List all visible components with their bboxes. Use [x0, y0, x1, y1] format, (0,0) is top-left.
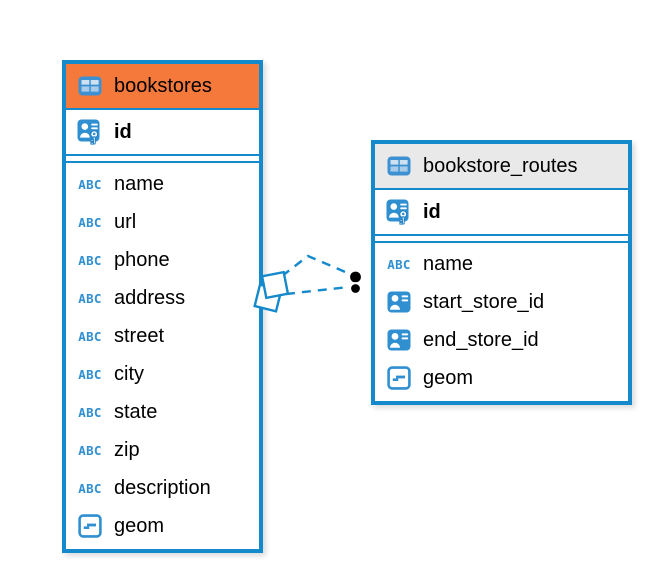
column-row[interactable]: start_store_id — [375, 283, 628, 321]
column-name: name — [114, 172, 165, 195]
column-name: geom — [114, 514, 165, 537]
column-row[interactable]: ABC street — [66, 317, 259, 355]
geometry-type-icon — [75, 514, 105, 538]
primary-key-icon — [75, 119, 105, 145]
user-reference-icon — [384, 329, 414, 351]
header-icon-slot — [384, 156, 414, 176]
primary-key-section: id — [66, 110, 259, 156]
compartment-divider — [375, 236, 628, 243]
column-row[interactable]: end_store_id — [375, 321, 628, 359]
column-row[interactable]: ABC zip — [66, 431, 259, 469]
column-row[interactable]: ABC address — [66, 279, 259, 317]
column-name: start_store_id — [423, 290, 545, 313]
column-row[interactable]: ABC name — [375, 245, 628, 283]
table-icon — [75, 76, 105, 96]
column-name: description — [114, 476, 211, 499]
column-row[interactable]: ABC url — [66, 203, 259, 241]
text-type-icon: ABC — [78, 252, 102, 268]
dot-marker[interactable] — [349, 271, 362, 295]
geometry-type-icon — [384, 366, 414, 390]
column-name: city — [114, 362, 144, 385]
column-name: phone — [114, 248, 170, 271]
entity-header-bookstore-routes[interactable]: bookstore_routes — [375, 144, 628, 190]
column-row[interactable]: ABC city — [66, 355, 259, 393]
text-type-icon: ABC — [78, 328, 102, 344]
compartment-divider — [66, 156, 259, 163]
column-name: street — [114, 324, 165, 347]
column-name: address — [114, 286, 186, 309]
text-type-icon: ABC — [78, 176, 102, 192]
column-name: url — [114, 210, 137, 233]
entity-title: bookstores — [114, 74, 212, 97]
header-icon-slot — [75, 76, 105, 96]
primary-key-row[interactable]: id — [66, 110, 259, 154]
column-name: id — [114, 120, 132, 143]
column-name: zip — [114, 438, 140, 461]
text-type-icon: ABC — [78, 290, 102, 306]
text-type-icon: ABC — [78, 214, 102, 230]
text-type-icon: ABC — [78, 480, 102, 496]
column-name: geom — [423, 366, 474, 389]
column-row[interactable]: geom — [66, 507, 259, 545]
column-name: name — [423, 252, 474, 275]
column-name: id — [423, 200, 441, 223]
relationship-link-start-store[interactable] — [281, 254, 351, 277]
column-row[interactable]: ABC phone — [66, 241, 259, 279]
table-icon — [384, 156, 414, 176]
text-type-icon: ABC — [78, 366, 102, 382]
text-type-icon: ABC — [78, 442, 102, 458]
text-type-icon: ABC — [78, 404, 102, 420]
column-name: end_store_id — [423, 328, 539, 351]
column-row[interactable]: ABC name — [66, 165, 259, 203]
text-type-icon: ABC — [387, 256, 411, 272]
column-row[interactable]: geom — [375, 359, 628, 397]
primary-key-section: id — [375, 190, 628, 236]
primary-key-icon — [384, 199, 414, 225]
column-name: state — [114, 400, 158, 423]
column-row[interactable]: ABC description — [66, 469, 259, 507]
entity-header-bookstores[interactable]: bookstores — [66, 64, 259, 110]
column-row[interactable]: ABC state — [66, 393, 259, 431]
entity-title: bookstore_routes — [423, 154, 578, 177]
user-reference-icon — [384, 291, 414, 313]
relationship-link-end-store[interactable] — [285, 285, 350, 296]
primary-key-row[interactable]: id — [375, 190, 628, 234]
entity-bookstore-routes[interactable]: bookstore_routes id ABC name start_store_i… — [371, 140, 632, 405]
